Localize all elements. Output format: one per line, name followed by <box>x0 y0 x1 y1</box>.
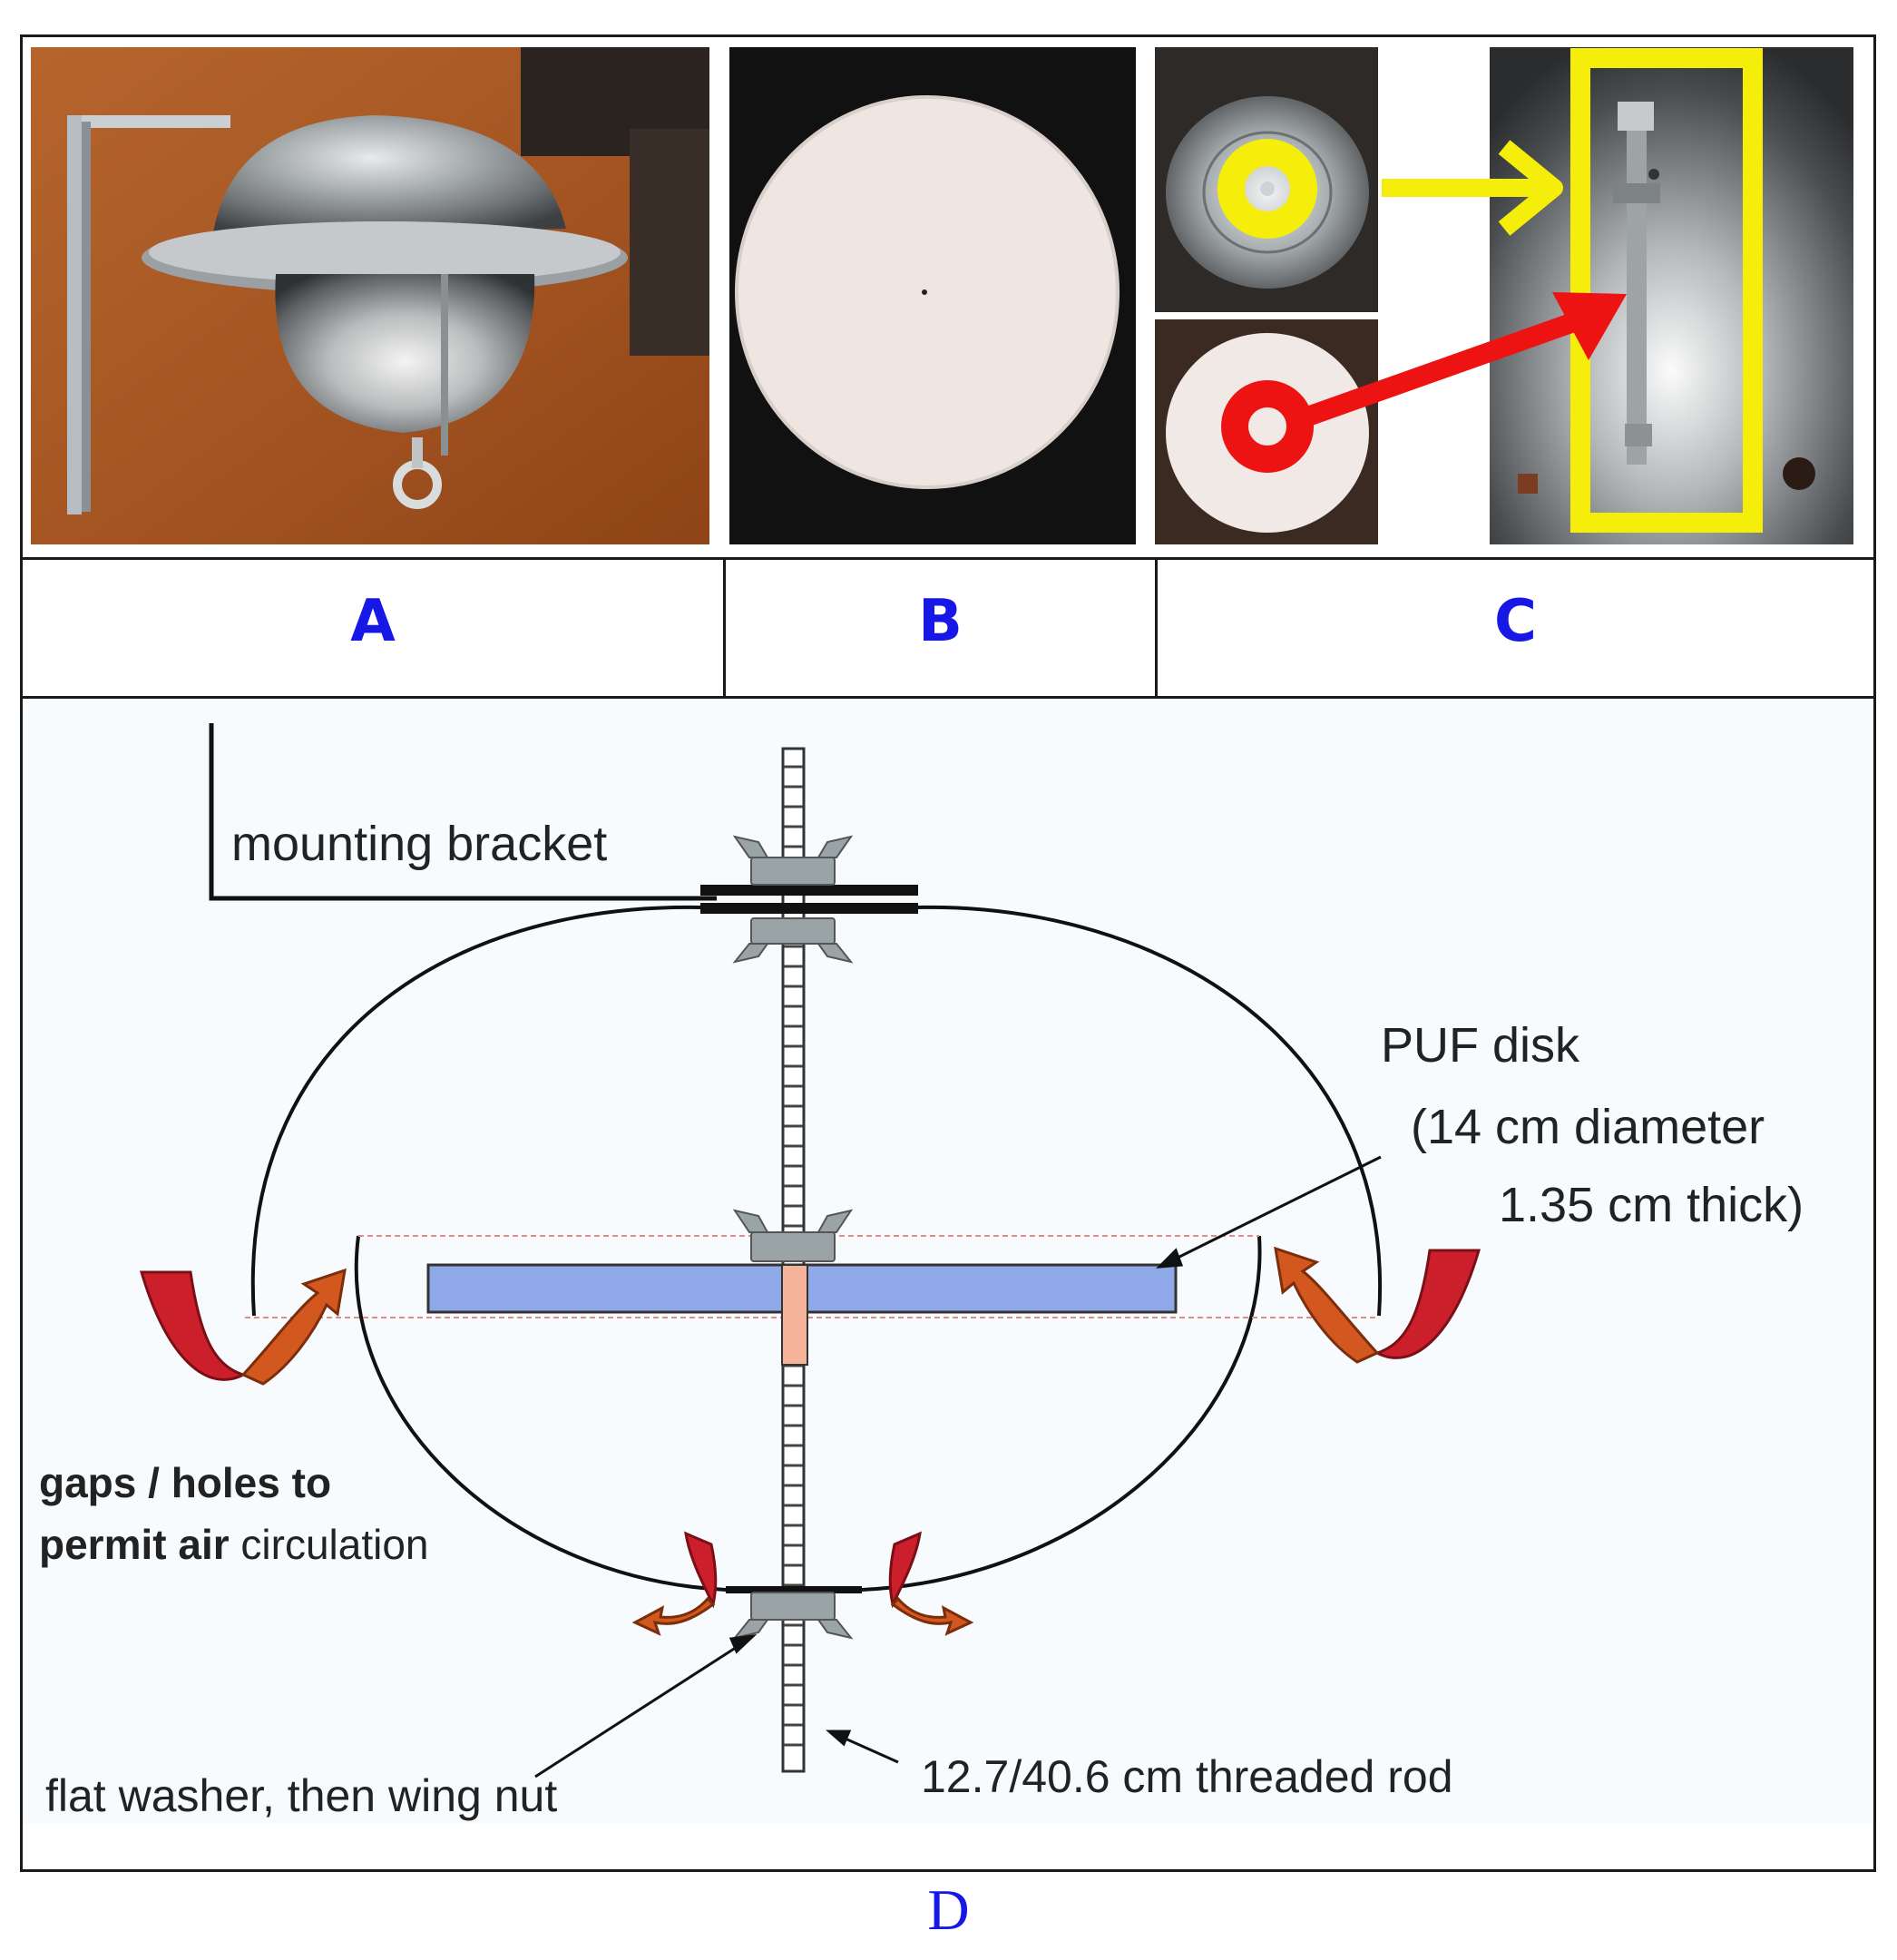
photo-a-sampler-housing <box>31 47 709 544</box>
upper-dome <box>250 905 1383 1317</box>
air-arrow-right <box>1274 1246 1481 1364</box>
panel-label-a: A <box>350 588 396 655</box>
air-arrow-bottom-left <box>631 1531 718 1636</box>
rod-spacer <box>781 1264 808 1366</box>
wing-nut-middle <box>732 1209 854 1262</box>
panel-label-c: C <box>1494 588 1537 655</box>
wing-nut-top <box>732 835 854 964</box>
mounting-bracket <box>209 723 918 914</box>
panel-label-d: D <box>927 1877 970 1942</box>
label-gaps-2-rest: circulation <box>230 1521 429 1568</box>
divider-b-c <box>1155 557 1158 698</box>
divider-a-b <box>723 557 726 698</box>
figure-frame <box>20 34 1876 1872</box>
label-washer: flat washer, then wing nut <box>45 1770 557 1821</box>
photo-b-puf-disk <box>729 47 1136 544</box>
diagram-d-background <box>23 701 1873 1823</box>
air-arrow-bottom-right <box>888 1531 974 1636</box>
label-puf-size-1: (14 cm diameter <box>1411 1100 1765 1154</box>
leader-lines <box>534 1155 1382 1779</box>
panel-label-b: B <box>918 588 963 655</box>
wing-nut-bottom <box>732 1592 854 1640</box>
rim-lines <box>245 1235 1379 1318</box>
label-gaps-2-bold: permit air <box>39 1521 230 1568</box>
air-arrow-left <box>139 1268 347 1386</box>
photo-c-assembly <box>1155 47 1853 544</box>
label-puf-size-2: 1.35 cm thick) <box>1499 1178 1804 1232</box>
label-mounting-bracket: mounting bracket <box>231 817 607 871</box>
divider-photo-row <box>20 557 1876 560</box>
label-rod: 12.7/40.6 cm threaded rod <box>921 1751 1453 1802</box>
lower-bowl <box>354 1235 1262 1592</box>
label-gaps-1: gaps / holes to <box>39 1459 331 1506</box>
label-gaps-2: permit air circulation <box>39 1521 429 1568</box>
divider-label-row <box>20 696 1876 699</box>
label-puf-disk: PUF disk <box>1381 1018 1580 1073</box>
